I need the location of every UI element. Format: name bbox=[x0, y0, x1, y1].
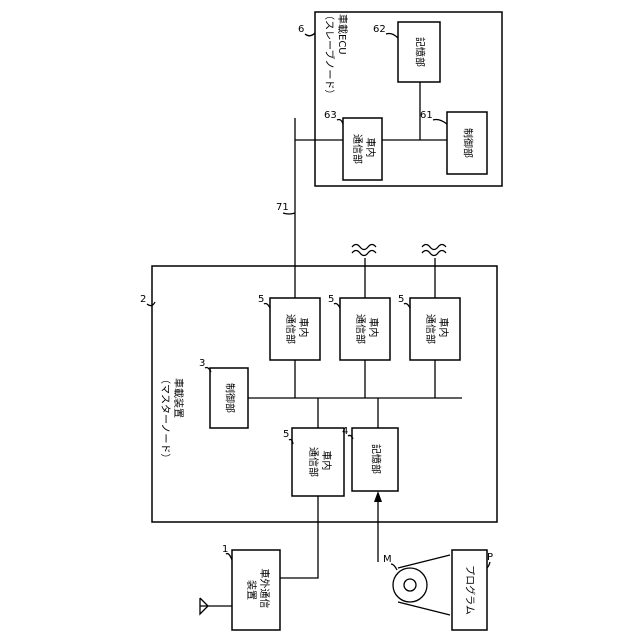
program-label: プログラム bbox=[464, 565, 477, 615]
svg-text:車載ECU （スレーブノード）: 車載ECU （スレーブノード） bbox=[323, 10, 349, 99]
break-mark bbox=[352, 245, 376, 250]
master-comm-label-2: 通信部 bbox=[307, 447, 320, 477]
outside-comm-label-2: 装置 bbox=[245, 580, 258, 600]
ref-5-a: 5 bbox=[258, 294, 264, 305]
recording-medium-icon bbox=[393, 568, 427, 602]
slave-comm-label-2: 通信部 bbox=[351, 134, 364, 164]
master-control-label: 制御部 bbox=[224, 383, 237, 413]
ref-P: P bbox=[487, 552, 493, 563]
break-mark bbox=[422, 245, 446, 250]
ref-62: 62 bbox=[373, 24, 386, 35]
comm-c-label-1: 車内 bbox=[437, 317, 450, 337]
comm-b-label-2: 通信部 bbox=[354, 314, 367, 344]
ref-M: M bbox=[383, 554, 392, 565]
master-comm-label-1: 車内 bbox=[320, 450, 333, 470]
ref-2: 2 bbox=[140, 294, 146, 305]
comm-c-label-2: 通信部 bbox=[424, 314, 437, 344]
master-storage-label: 記憶部 bbox=[370, 444, 383, 474]
ref-61: 61 bbox=[420, 110, 433, 121]
ref-5-b: 5 bbox=[328, 294, 334, 305]
slave-title-1: 車載ECU bbox=[336, 14, 349, 55]
comm-b-label-1: 車内 bbox=[367, 317, 380, 337]
ref-71: 71 bbox=[276, 202, 289, 213]
slave-title-2: （スレーブノード） bbox=[323, 10, 336, 99]
master-title-2: （マスターノード） bbox=[159, 374, 171, 463]
comm-a-label-1: 車内 bbox=[297, 317, 310, 337]
ref-3: 3 bbox=[199, 358, 205, 369]
slave-control-label: 制御部 bbox=[462, 128, 475, 158]
ref-5-bottom: 5 bbox=[283, 429, 289, 440]
svg-text:車載装置 （マスターノード）: 車載装置 （マスターノード） bbox=[159, 374, 185, 463]
slave-storage-label: 記憶部 bbox=[414, 37, 427, 67]
ref-5-c: 5 bbox=[398, 294, 404, 305]
ref-6: 6 bbox=[298, 24, 304, 35]
master-title-1: 車載装置 bbox=[172, 378, 185, 418]
ref-4: 4 bbox=[342, 426, 348, 437]
ref-63: 63 bbox=[324, 110, 337, 121]
outside-comm-label-1: 車外通信 bbox=[258, 568, 271, 608]
comm-a-label-2: 通信部 bbox=[284, 314, 297, 344]
outside-comm-line bbox=[280, 496, 318, 578]
slave-comm-label-1: 車内 bbox=[364, 137, 377, 157]
